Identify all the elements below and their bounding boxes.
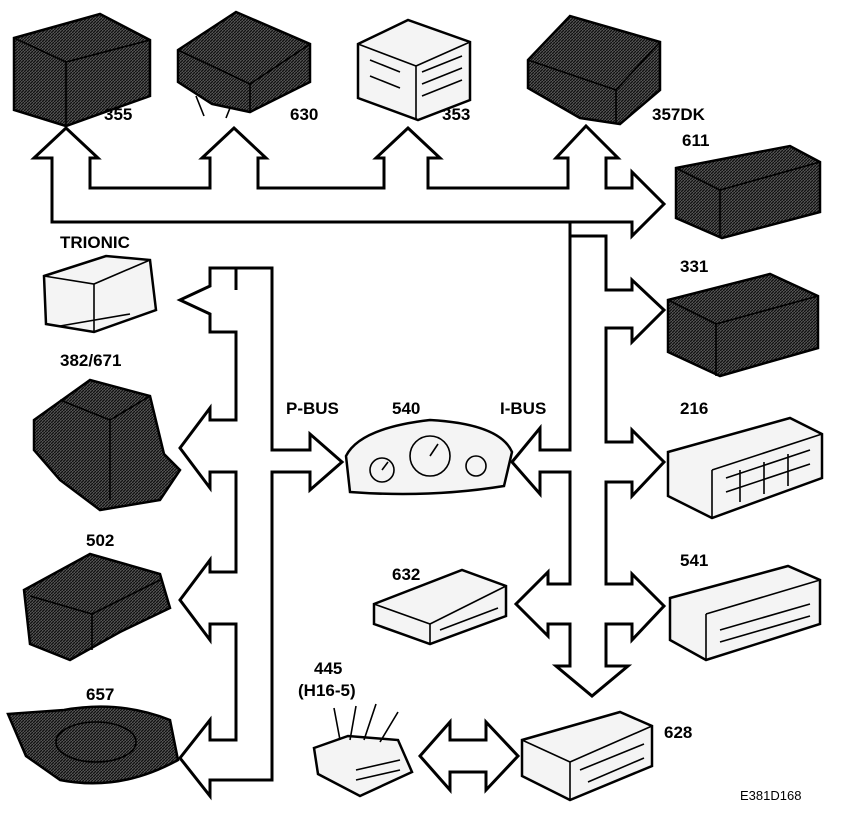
label-355: 355 bbox=[104, 105, 132, 124]
label-353: 353 bbox=[442, 105, 470, 124]
module-632 bbox=[372, 568, 508, 646]
label-357dk: 357DK bbox=[652, 105, 706, 124]
i-bus-trunk bbox=[52, 220, 667, 698]
p-bus-trunk bbox=[176, 266, 345, 801]
module-611 bbox=[674, 144, 822, 240]
label-445: 445 bbox=[314, 659, 342, 678]
module-355 bbox=[12, 12, 152, 128]
label-h16-5: (H16-5) bbox=[298, 681, 356, 700]
label-630: 630 bbox=[290, 105, 318, 124]
module-445-connector bbox=[312, 703, 414, 798]
figure-id: E381D168 bbox=[740, 788, 801, 803]
p-bus-lines bbox=[176, 266, 345, 801]
label-p-bus: P-BUS bbox=[286, 399, 339, 418]
module-357dk bbox=[526, 14, 662, 126]
module-382-671 bbox=[32, 378, 182, 512]
module-657 bbox=[6, 705, 180, 785]
i-bus-lines bbox=[30, 123, 667, 698]
diag-link-arrow bbox=[417, 718, 521, 794]
module-331 bbox=[666, 272, 820, 378]
label-331: 331 bbox=[680, 257, 708, 276]
module-trionic bbox=[42, 254, 158, 334]
label-502: 502 bbox=[86, 531, 114, 550]
module-540-instrument-cluster bbox=[344, 418, 514, 496]
label-trionic: TRIONIC bbox=[60, 233, 130, 252]
label-i-bus: I-BUS bbox=[500, 399, 546, 418]
label-382-671: 382/671 bbox=[60, 351, 121, 370]
label-657: 657 bbox=[86, 685, 114, 704]
module-630 bbox=[176, 10, 312, 119]
i-bus-upper-branch bbox=[30, 123, 667, 240]
module-541 bbox=[668, 564, 822, 662]
module-353 bbox=[356, 18, 472, 122]
label-540: 540 bbox=[392, 399, 420, 418]
label-611: 611 bbox=[682, 131, 709, 150]
module-502 bbox=[22, 552, 172, 662]
label-216: 216 bbox=[680, 399, 708, 418]
label-628: 628 bbox=[664, 723, 692, 742]
label-541: 541 bbox=[680, 551, 708, 570]
module-628 bbox=[520, 710, 654, 802]
module-216 bbox=[666, 416, 824, 520]
label-632: 632 bbox=[392, 565, 420, 584]
